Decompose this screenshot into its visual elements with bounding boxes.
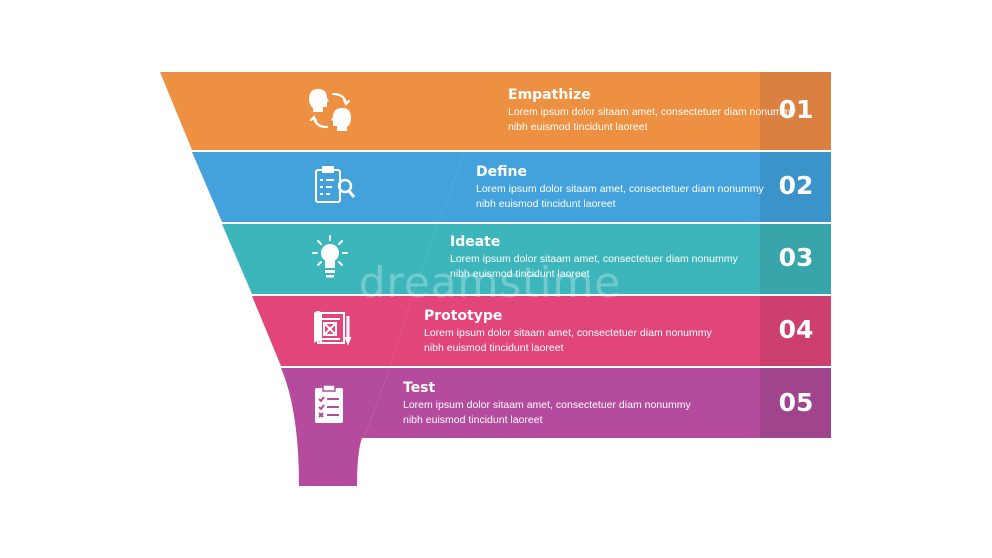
step-3-description: Lorem ipsum dolor sitaam amet, consectet… bbox=[450, 253, 738, 280]
number-box-5 bbox=[760, 368, 831, 438]
number-box-4 bbox=[760, 296, 831, 366]
clipboard-magnifier-icon bbox=[315, 166, 356, 203]
number-box-3 bbox=[760, 224, 831, 294]
funnel-segment-5 bbox=[281, 368, 390, 486]
lightbulb-icon bbox=[312, 235, 348, 278]
step-2-description: Lorem ipsum dolor sitaam amet, consectet… bbox=[476, 183, 764, 210]
checklist-icon bbox=[315, 384, 343, 423]
watermark: dreamstime bbox=[358, 258, 622, 307]
number-box-2 bbox=[760, 152, 831, 222]
step-5-title: Test bbox=[403, 380, 436, 396]
band-1-right bbox=[465, 72, 831, 150]
step-1-number: 01 bbox=[778, 95, 814, 124]
step-2-title: Define bbox=[476, 164, 527, 180]
band-4 bbox=[390, 296, 831, 366]
number-box-1 bbox=[760, 72, 831, 150]
step-2-number: 02 bbox=[778, 171, 814, 200]
step-5-number: 05 bbox=[778, 388, 814, 417]
step-3-text: Ideate Lorem ipsum dolor sitaam amet, co… bbox=[450, 234, 750, 282]
band-3 bbox=[413, 224, 831, 294]
funnel-segment-1 bbox=[160, 72, 492, 150]
step-4-text: Prototype Lorem ipsum dolor sitaam amet,… bbox=[424, 308, 724, 356]
step-1-description: Lorem ipsum dolor sitaam amet, consectet… bbox=[508, 106, 796, 133]
step-4-title: Prototype bbox=[424, 308, 503, 324]
blueprint-pencil-icon bbox=[314, 311, 352, 346]
two-heads-exchange-icon bbox=[309, 89, 351, 131]
step-3-number: 03 bbox=[778, 243, 814, 272]
band-5 bbox=[364, 368, 831, 438]
step-1-title: Empathize bbox=[508, 87, 591, 103]
step-2-text: Define Lorem ipsum dolor sitaam amet, co… bbox=[476, 164, 776, 212]
band-2 bbox=[439, 152, 831, 222]
step-5-description: Lorem ipsum dolor sitaam amet, consectet… bbox=[403, 399, 691, 426]
step-3-title: Ideate bbox=[450, 234, 501, 250]
step-4-description: Lorem ipsum dolor sitaam amet, consectet… bbox=[424, 327, 712, 354]
step-5-text: Test Lorem ipsum dolor sitaam amet, cons… bbox=[403, 380, 703, 428]
step-1-text: Empathize Lorem ipsum dolor sitaam amet,… bbox=[508, 87, 808, 135]
step-4-number: 04 bbox=[778, 315, 814, 344]
